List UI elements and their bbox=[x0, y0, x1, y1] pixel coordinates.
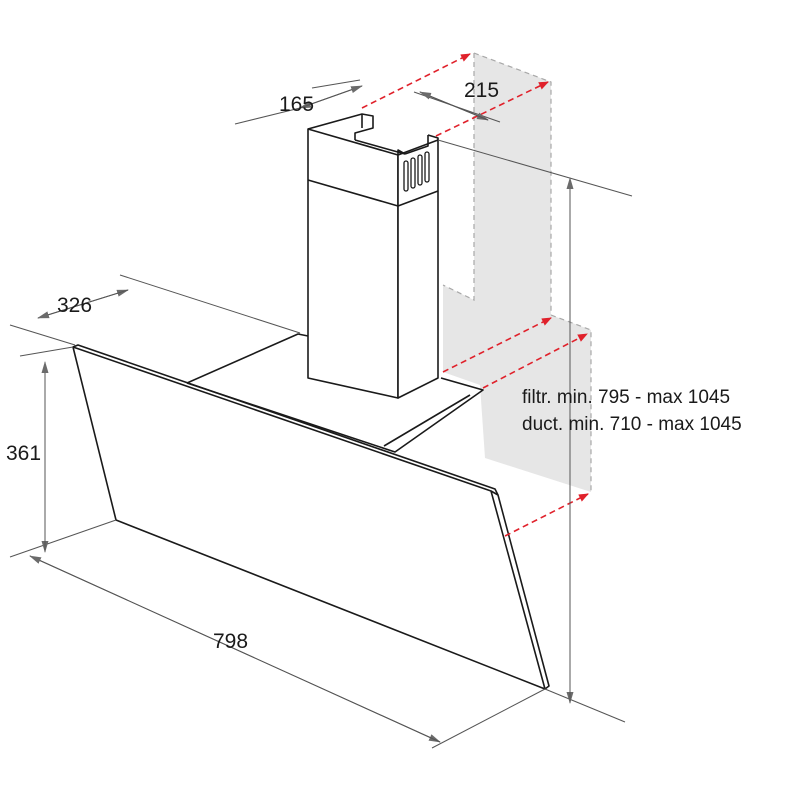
red-dimension-arrows bbox=[361, 53, 589, 537]
hood-width-label: 798 bbox=[213, 630, 249, 653]
ducting-height-note: duct. min. 710 - max 1045 bbox=[522, 414, 742, 435]
dimension-lines bbox=[9, 79, 633, 749]
chimney-width-label: 165 bbox=[279, 93, 315, 116]
filtering-height-note: filtr. min. 795 - max 1045 bbox=[522, 387, 731, 408]
hood-body bbox=[186, 333, 484, 453]
chimney-depth-label: 215 bbox=[464, 79, 500, 102]
wall-zone bbox=[442, 52, 592, 492]
glass-panel bbox=[72, 344, 550, 690]
chimney bbox=[307, 113, 439, 399]
hood-depth-label: 326 bbox=[57, 294, 93, 317]
hood-height-label: 361 bbox=[6, 442, 42, 465]
